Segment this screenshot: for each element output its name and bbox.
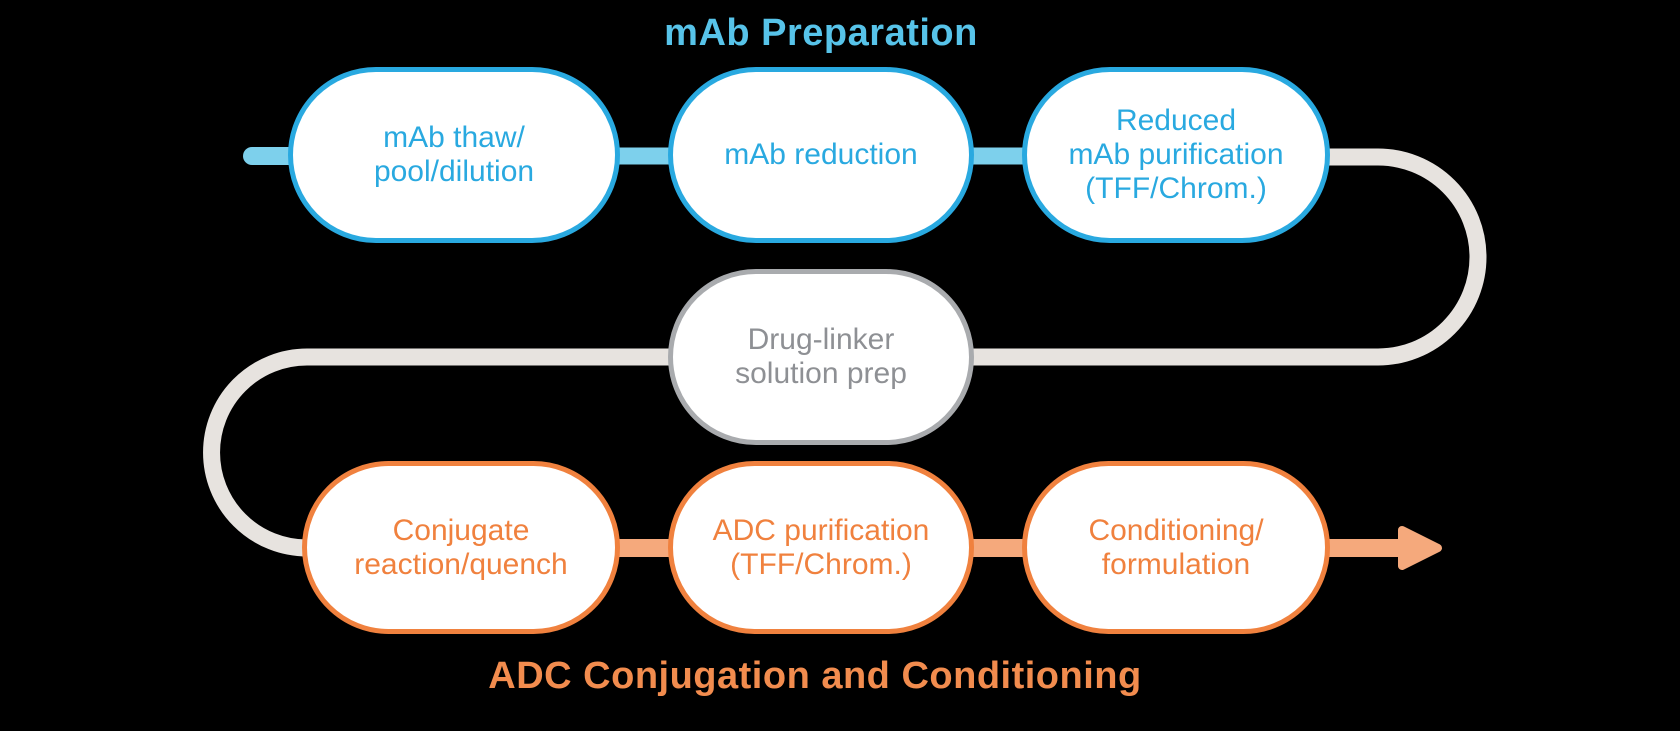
output-arrow-icon bbox=[1398, 526, 1442, 570]
label-line: pool/dilution bbox=[373, 155, 535, 188]
step-adc-purification: ADC purification (TFF/Chrom.) bbox=[668, 461, 974, 634]
label-line: solution prep bbox=[735, 357, 907, 390]
step-mab-reduction: mAb reduction bbox=[668, 67, 974, 243]
step-label: Conjugate reaction/quench bbox=[354, 514, 568, 582]
step-conditioning-formulation: Conditioning/ formulation bbox=[1022, 461, 1330, 634]
label-line: mAb thaw/ bbox=[383, 121, 525, 154]
drug-linker-flow-path bbox=[203, 148, 1487, 557]
step-label: mAb reduction bbox=[724, 138, 917, 172]
step-conjugate-reaction-quench: Conjugate reaction/quench bbox=[302, 461, 620, 634]
label-line: Conditioning/ bbox=[1088, 513, 1264, 547]
step-label: mAb thaw/ pool/dilution bbox=[374, 121, 534, 189]
step-mab-thaw-pool-dilution: mAb thaw/ pool/dilution bbox=[288, 67, 620, 243]
label-line: mAb purification bbox=[1068, 138, 1284, 171]
step-label: Drug-linker solution prep bbox=[735, 323, 907, 391]
label-line: ADC purification bbox=[712, 513, 930, 547]
step-label: Reduced mAb purification (TFF/Chrom.) bbox=[1068, 104, 1283, 206]
label-line: (TFF/Chrom.) bbox=[1085, 172, 1267, 205]
section-title-adc-conjugation: ADC Conjugation and Conditioning bbox=[488, 655, 1142, 697]
section-title-mab-preparation: mAb Preparation bbox=[664, 12, 978, 54]
step-label: Conditioning/ formulation bbox=[1088, 514, 1263, 582]
step-reduced-mab-purification: Reduced mAb purification (TFF/Chrom.) bbox=[1022, 67, 1330, 243]
label-line: Conjugate bbox=[392, 513, 530, 547]
label-line: formulation bbox=[1101, 547, 1251, 581]
label-line: Drug-linker bbox=[747, 323, 895, 356]
step-label: ADC purification (TFF/Chrom.) bbox=[713, 514, 930, 582]
label-line: reaction/quench bbox=[354, 547, 568, 581]
step-drug-linker-solution-prep: Drug-linker solution prep bbox=[668, 269, 974, 445]
label-line: Reduced bbox=[1115, 104, 1237, 137]
label-line: (TFF/Chrom.) bbox=[730, 547, 912, 581]
label-line: mAb reduction bbox=[724, 138, 918, 171]
